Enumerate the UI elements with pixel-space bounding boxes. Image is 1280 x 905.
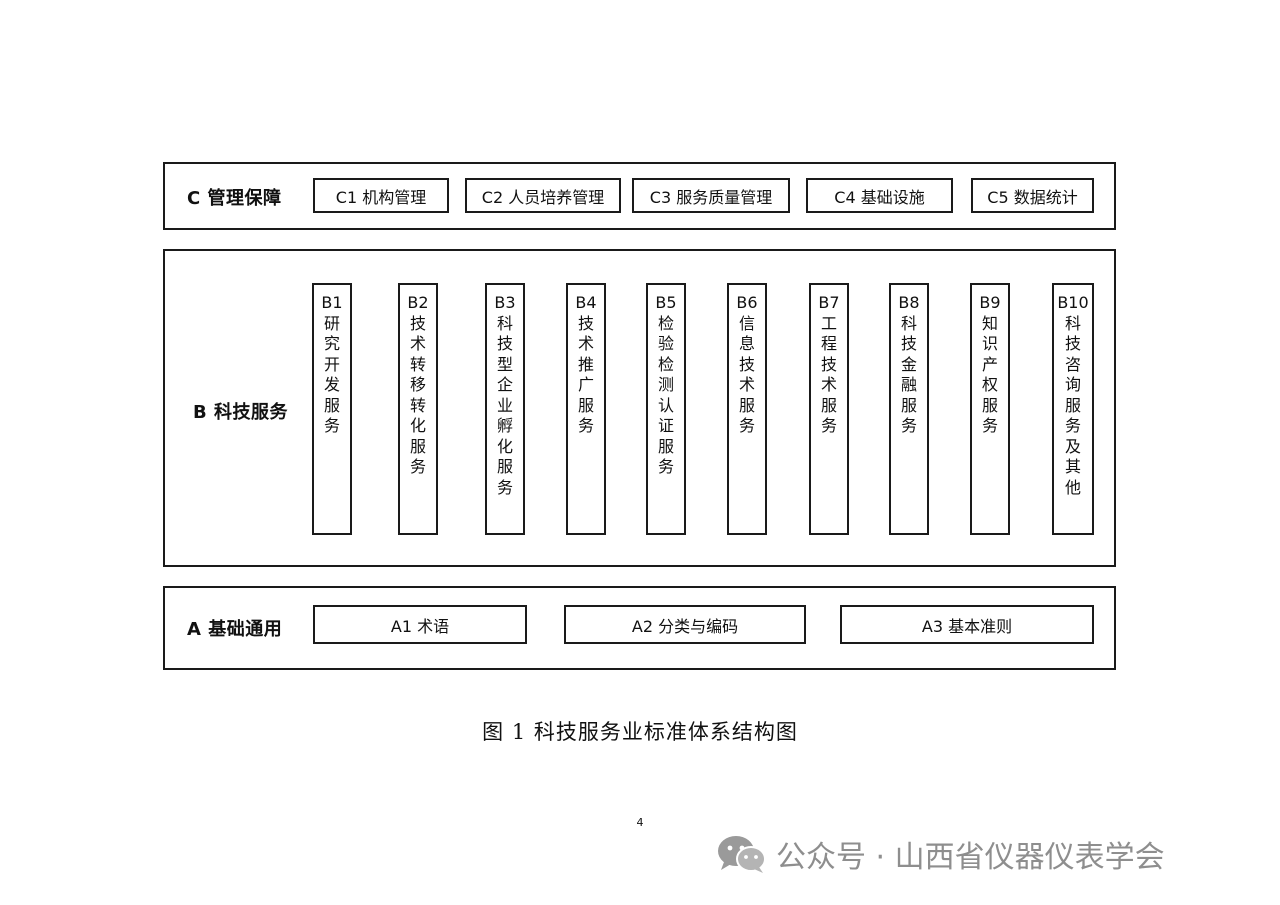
box-b5-code: B5: [655, 293, 677, 312]
page-number: 4: [636, 816, 644, 829]
box-b10: B10 科技咨询服务及其他: [1052, 283, 1094, 535]
box-b6: B6 信息技术服务: [727, 283, 767, 535]
box-b2: B2 技术转移转化服务: [398, 283, 438, 535]
layer-b-services: B 科技服务 B1 研究开发服务 B2 技术转移转化服务 B3 科技型企业孵化服…: [163, 249, 1116, 567]
wechat-icon: [718, 836, 766, 873]
box-b4: B4 技术推广服务: [566, 283, 606, 535]
box-b6-code: B6: [736, 293, 758, 312]
box-b10-code: B10: [1057, 293, 1089, 312]
box-b1: B1 研究开发服务: [312, 283, 352, 535]
layer-c-management: C 管理保障 C1 机构管理 C2 人员培养管理 C3 服务质量管理 C4 基础…: [163, 162, 1116, 230]
box-c1: C1 机构管理: [313, 178, 449, 213]
box-b2-code: B2: [407, 293, 429, 312]
box-b10-name: 科技咨询服务及其他: [1065, 313, 1082, 497]
layer-a-title: A 基础通用: [187, 619, 283, 640]
box-b3-name: 科技型企业孵化服务: [497, 313, 514, 497]
box-b3-code: B3: [494, 293, 516, 312]
watermark-text: 公众号 · 山西省仪器仪表学会: [776, 840, 1165, 875]
box-b8-name: 科技金融服务: [901, 313, 918, 436]
box-b1-name: 研究开发服务: [324, 313, 341, 436]
box-b7-name: 工程技术服务: [821, 313, 838, 436]
layer-c-title: C 管理保障: [187, 188, 282, 209]
box-b7: B7 工程技术服务: [809, 283, 849, 535]
box-b1-code: B1: [321, 293, 343, 312]
box-b5: B5 检验检测认证服务: [646, 283, 686, 535]
box-c5: C5 数据统计: [971, 178, 1094, 213]
box-b6-name: 信息技术服务: [739, 313, 756, 436]
box-b8: B8 科技金融服务: [889, 283, 929, 535]
box-b5-name: 检验检测认证服务: [658, 313, 675, 477]
box-c3: C3 服务质量管理: [632, 178, 790, 213]
box-a1: A1 术语: [313, 605, 527, 644]
box-b4-code: B4: [575, 293, 597, 312]
box-b9-code: B9: [979, 293, 1001, 312]
box-c4: C4 基础设施: [806, 178, 953, 213]
layer-a-foundation: A 基础通用 A1 术语 A2 分类与编码 A3 基本准则: [163, 586, 1116, 670]
box-c2: C2 人员培养管理: [465, 178, 621, 213]
box-b7-code: B7: [818, 293, 840, 312]
box-b4-name: 技术推广服务: [578, 313, 595, 436]
layer-b-title: B 科技服务: [193, 402, 288, 423]
box-a3: A3 基本准则: [840, 605, 1094, 644]
box-a2: A2 分类与编码: [564, 605, 806, 644]
box-b2-name: 技术转移转化服务: [410, 313, 427, 477]
box-b9-name: 知识产权服务: [982, 313, 999, 436]
box-b9: B9 知识产权服务: [970, 283, 1010, 535]
box-b3: B3 科技型企业孵化服务: [485, 283, 525, 535]
figure-caption: 图 1 科技服务业标准体系结构图: [482, 720, 798, 744]
watermark: 公众号 · 山西省仪器仪表学会: [716, 832, 1165, 876]
box-b8-code: B8: [898, 293, 920, 312]
